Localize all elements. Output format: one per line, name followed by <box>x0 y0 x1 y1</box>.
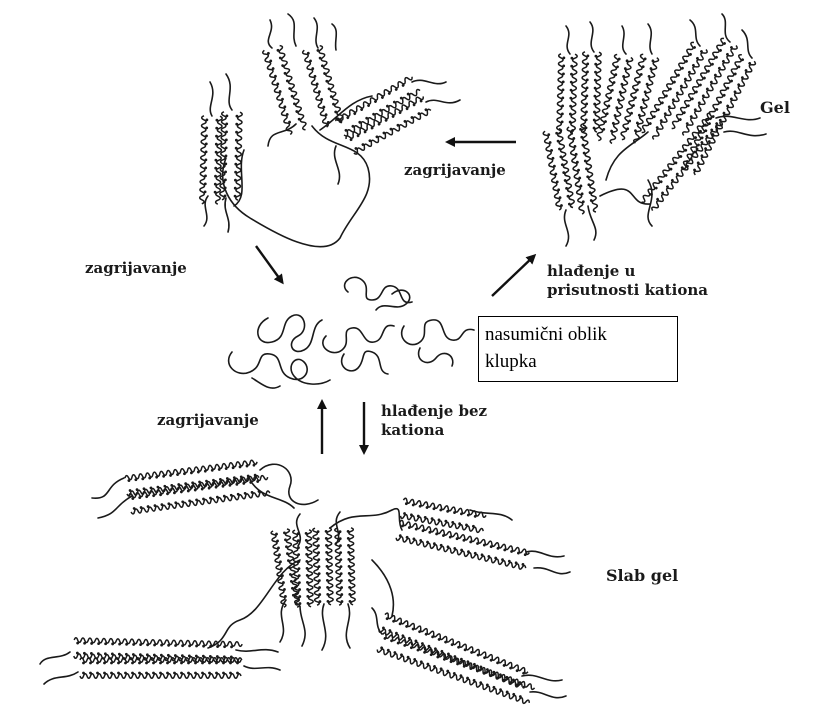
heating-label-left: zagrijavanje <box>85 259 187 278</box>
helix-dot <box>194 672 197 675</box>
helix-strand <box>403 498 486 518</box>
helix-dot <box>194 662 197 665</box>
helix-strand <box>80 674 241 679</box>
double-helix <box>80 658 241 679</box>
helix-dot <box>208 662 211 665</box>
helix-dot <box>180 672 183 675</box>
helix-dot <box>145 672 148 675</box>
helix-dot <box>152 662 155 665</box>
double-helix <box>596 54 633 144</box>
double-helix <box>125 460 260 497</box>
helix-dot <box>110 662 113 665</box>
double-helix <box>543 128 575 210</box>
helix-dot <box>138 662 141 665</box>
helix-strand <box>581 125 599 213</box>
arrow-cooling-cations <box>492 256 534 296</box>
double-helix <box>293 530 314 607</box>
helix-dot <box>236 662 239 665</box>
helix-strand <box>271 531 286 608</box>
helix-dot <box>201 662 204 665</box>
helix-dot <box>124 672 127 675</box>
helix-strand <box>567 127 585 215</box>
helix-dot <box>96 662 99 665</box>
helix-dot <box>208 672 211 675</box>
cooling-cations-line2: prisutnosti kationa <box>547 281 708 300</box>
gel-label: Gel <box>760 98 790 118</box>
helix-dot <box>103 662 106 665</box>
helix-dot <box>166 662 169 665</box>
helix-dot <box>103 672 106 675</box>
helix-dot <box>82 672 85 675</box>
double-helix <box>345 94 432 155</box>
helix-dot <box>180 662 183 665</box>
helix-dot <box>187 662 190 665</box>
helix-strand <box>396 536 527 571</box>
double-helix <box>335 75 421 137</box>
double-helix <box>200 116 223 204</box>
helix-dot <box>96 672 99 675</box>
double-helix <box>220 112 243 200</box>
double-helix <box>400 498 486 533</box>
helix-strand <box>74 638 242 647</box>
arrow-heating-left <box>256 246 282 282</box>
helix-dot <box>159 662 162 665</box>
cooling-no-cations-line1: hlađenje bez <box>381 402 487 421</box>
helix-dot <box>215 662 218 665</box>
helix-strand <box>681 54 744 170</box>
helix-strand <box>131 491 270 514</box>
helix-dot <box>89 662 92 665</box>
helix-dot <box>229 662 232 665</box>
helix-dot <box>201 672 204 675</box>
helix-strand <box>80 658 241 663</box>
helix-dot <box>229 672 232 675</box>
helix-dot <box>166 672 169 675</box>
cooling-cations-label: hlađenje u prisutnosti kationa <box>547 262 708 300</box>
helix-strand <box>399 520 530 555</box>
helix-dot <box>110 672 113 675</box>
helix-dot <box>124 662 127 665</box>
helix-dot <box>117 662 120 665</box>
helix-dot <box>145 662 148 665</box>
helix-dot <box>173 672 176 675</box>
helix-dot <box>152 672 155 675</box>
helix-dot <box>131 662 134 665</box>
heating-label-bottom: zagrijavanje <box>157 411 259 430</box>
heating-label-top: zagrijavanje <box>404 161 506 180</box>
helix-dot <box>236 672 239 675</box>
helix-strand <box>125 460 258 481</box>
helix-dot <box>215 672 218 675</box>
double-helix <box>378 612 529 688</box>
double-helix <box>262 45 307 135</box>
helix-dot <box>138 672 141 675</box>
random-coil-line2: klupka <box>485 348 671 375</box>
weak-gel-label: Slab gel <box>606 566 678 586</box>
helix-dot <box>117 672 120 675</box>
random-coil-line1: nasumični oblik <box>485 321 671 348</box>
helix-dot <box>131 672 134 675</box>
helix-dot <box>187 672 190 675</box>
double-helix <box>557 54 578 134</box>
helix-dot <box>159 672 162 675</box>
random-coil-label-box: nasumični oblik klupka <box>478 316 678 382</box>
helix-dot <box>222 662 225 665</box>
double-helix <box>581 52 602 132</box>
helix-dot <box>173 662 176 665</box>
cooling-no-cations-line2: kationa <box>381 421 487 440</box>
cooling-no-cations-label: hlađenje bez kationa <box>381 402 487 440</box>
cooling-cations-line1: hlađenje u <box>547 262 708 281</box>
helix-dot <box>89 672 92 675</box>
helix-dot <box>222 672 225 675</box>
helix-strand <box>277 45 307 130</box>
double-helix <box>313 528 334 605</box>
double-helix <box>567 125 598 215</box>
helix-dot <box>82 662 85 665</box>
